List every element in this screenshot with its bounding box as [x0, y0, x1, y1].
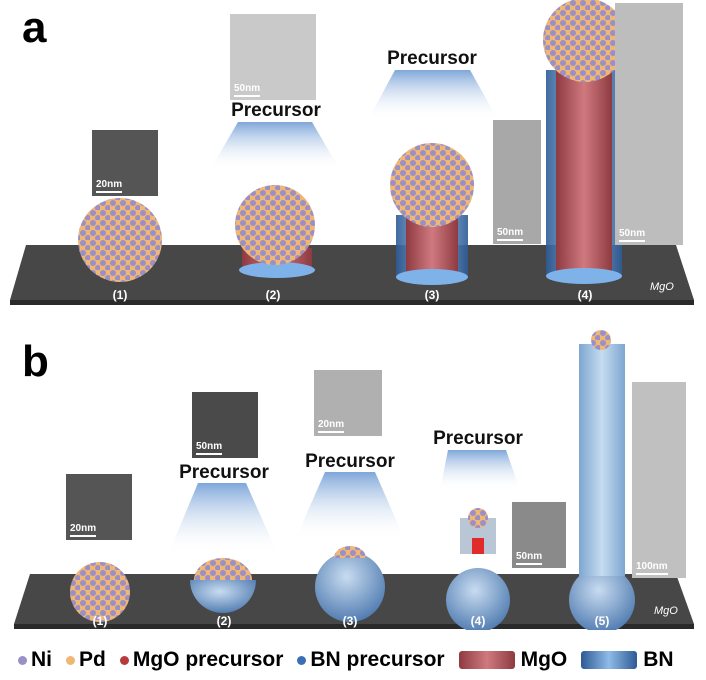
precursor-label-b3: Precursor	[305, 451, 395, 472]
tem-inset-b4: 50nm	[512, 502, 566, 568]
precursor-cone-b3	[295, 472, 405, 540]
tem-inset-a2: 50nm	[230, 14, 316, 100]
legend-item-ni: Ni	[18, 648, 52, 672]
substrate-a	[10, 245, 694, 300]
precursor-cone-b4	[440, 450, 520, 490]
tem-inset-a1: 20nm	[92, 130, 158, 196]
legend-item-bn-precursor: BN precursor	[297, 648, 445, 672]
legend-item-bn: BN	[581, 648, 674, 672]
bn-precursor-icon	[297, 655, 307, 665]
legend-item-pd: Pd	[66, 648, 106, 672]
substrate-label-b: MgO	[654, 605, 678, 617]
tem-inset-a4: 50nm	[615, 3, 683, 245]
ni-atom-icon	[18, 655, 27, 665]
bn-shell-b3	[315, 552, 385, 622]
step-label-a3: (3)	[424, 288, 440, 302]
nanoparticle-a1	[78, 198, 162, 282]
tem-inset-b1: 20nm	[66, 474, 132, 540]
growth-arrow-b4	[472, 538, 484, 554]
precursor-label-b4: Precursor	[433, 428, 523, 449]
precursor-label-a2: Precursor	[231, 100, 321, 121]
step-label-a4: (4)	[577, 288, 593, 302]
tem-inset-b5: 100nm	[632, 382, 686, 578]
step-label-b4: (4)	[470, 614, 486, 628]
precursor-cone-a3	[368, 70, 498, 120]
panel-b-diagram	[14, 330, 694, 630]
step-label-a1: (1)	[112, 288, 128, 302]
nanoparticle-b1	[70, 562, 130, 622]
nanoparticle-a2	[235, 185, 315, 265]
mgo-layer-icon	[458, 651, 515, 669]
precursor-cone-b2	[168, 483, 278, 555]
bn-tube-b5	[579, 344, 625, 576]
tem-inset-b3: 20nm	[314, 370, 382, 436]
nanoparticle-a3	[390, 143, 474, 227]
step-label-b5: (5)	[594, 614, 610, 628]
tem-inset-b2: 50nm	[192, 392, 258, 458]
nanoparticle-a4	[543, 0, 627, 82]
pd-atom-icon	[66, 655, 75, 665]
step-label-b3: (3)	[342, 614, 358, 628]
bn-shell-b4	[446, 568, 510, 630]
step-label-b1: (1)	[92, 614, 108, 628]
mgo-precursor-icon	[119, 655, 129, 665]
precursor-cone-a2	[210, 122, 340, 170]
precursor-label-a3: Precursor	[387, 48, 477, 69]
step-label-b2: (2)	[216, 614, 232, 628]
legend-item-mgo-precursor: MgO precursor	[119, 648, 283, 672]
step-label-a2: (2)	[265, 288, 281, 302]
legend: Ni Pd MgO precursor BN precursor MgO BN	[18, 648, 688, 672]
legend-item-mgo: MgO	[458, 648, 567, 672]
substrate-label-a: MgO	[650, 281, 674, 293]
panel-a-letter: a	[22, 3, 47, 52]
precursor-label-b2: Precursor	[179, 462, 269, 483]
panel-a-diagram	[10, 0, 694, 305]
tem-inset-a3: 50nm	[493, 120, 541, 244]
bn-layer-icon	[581, 651, 638, 669]
bn-shell-b5	[569, 567, 635, 630]
panel-b-letter: b	[22, 337, 49, 386]
